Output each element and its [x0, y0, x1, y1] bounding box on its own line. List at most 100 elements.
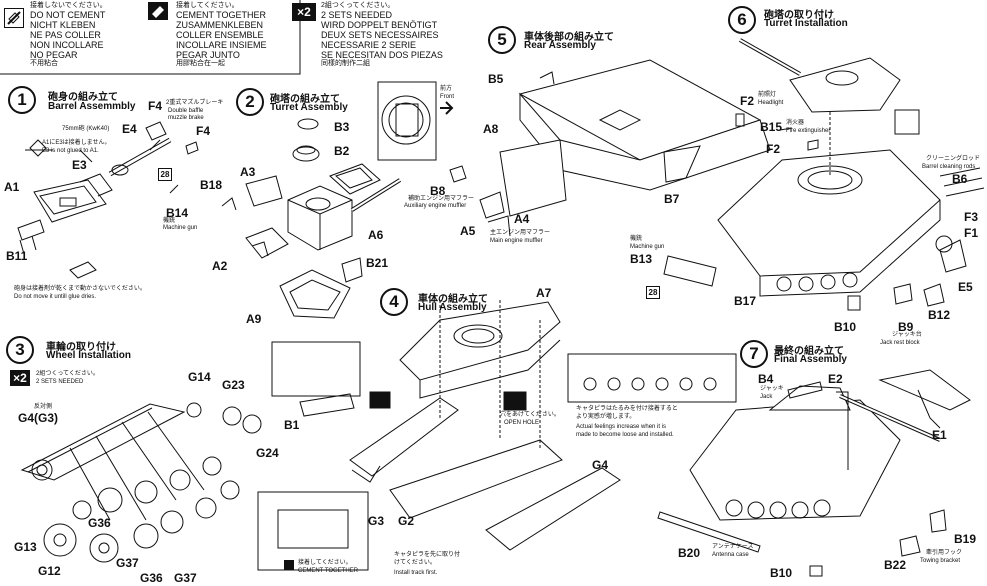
part-A5-label: A5 [460, 224, 476, 238]
part-B6-label: B6 [952, 172, 968, 186]
step-6-number: 6 [728, 6, 756, 34]
part-G14-label: G14 [188, 370, 211, 384]
muzzle-brake-en1: Double baffle [168, 108, 204, 114]
part-G37-label: G37 [116, 556, 139, 570]
step-5-title-en: Rear Assembly [524, 40, 596, 51]
part-B21-label: B21 [366, 256, 389, 270]
part-G12-label: G12 [38, 564, 61, 578]
track-first-en: Install track first. [394, 570, 438, 576]
cement-es: PEGAR JUNTO [176, 50, 240, 60]
track-slack-jp-2: より実感が増します。 [576, 414, 636, 420]
rear-assembly-drawing [449, 59, 771, 237]
part-B19-label: B19 [954, 532, 977, 546]
turret-installation-drawing [663, 38, 985, 311]
step-7-title-jp: 最終の組み立て [774, 346, 844, 357]
cement-fr: COLLER ENSEMBLE [176, 30, 264, 40]
cement-it: INCOLLARE INSIEME [176, 40, 267, 50]
mg-en-step6: Machine gun [630, 244, 665, 250]
step-2-number: 2 [236, 88, 264, 116]
step-7-title-en: Final Assembly [774, 354, 847, 365]
track-slack-en-2: made to become loose and installed. [576, 432, 674, 438]
opposite-side-label: 反対側 [34, 404, 53, 410]
open-hole-jp: 穴をあけてください。 [500, 412, 560, 418]
mg-label-jp: 機銃 [163, 218, 176, 224]
track-first-jp-2: けてください。 [394, 560, 436, 566]
cement-zh: 用膠粘合在一起 [176, 60, 225, 67]
jack-jp: ジャッキ [760, 386, 784, 392]
part-B18-label: B18 [200, 178, 223, 192]
legend-frame [0, 0, 301, 75]
step-4-title-jp: 車体の組み立て [418, 294, 488, 305]
part-B5-label: B5 [488, 72, 504, 86]
part-G36-label: G36 [88, 516, 111, 530]
part-G4-hull-label: G4 [592, 458, 609, 472]
mg-jp-step6: 機銃 [630, 236, 643, 242]
part-F2-label-2: F2 [766, 142, 781, 156]
cleaning-rods-en: Barrel cleaning rods [922, 164, 976, 170]
two-sets-de: WIRD DOPPELT BENÖTIGT [321, 20, 438, 30]
two-sets-fr: DEUX SETS NECESSAIRES [321, 30, 439, 40]
no-cement-jp: 接着しないでください。 [30, 2, 107, 9]
part-G2-label: G2 [398, 514, 415, 528]
two-sets-jp-note: 2組つくってください。 [36, 371, 99, 377]
part-F3-label: F3 [964, 210, 979, 224]
two-sets-zh: 同樣的制作二組 [321, 60, 370, 67]
part-G24-label: G24 [256, 446, 279, 460]
two-sets-jp: 2組つくってください。 [321, 2, 395, 9]
a1-e3-note-jp: A1にE3は接着しません。 [42, 140, 111, 146]
cement-de: ZUSAMMENKLEBEN [176, 20, 264, 30]
two-sets-legend: 2組つくってください。 2 SETS NEEDED WIRD DOPPELT B… [321, 2, 481, 68]
step-6-title-en: Turret Installation [764, 18, 848, 29]
cement-note-jp: 接着してください。 [298, 560, 352, 566]
track-slack-en-1: Actual feelings increase when it is [576, 424, 667, 430]
jack-rest-jp: ジャッキ台 [892, 332, 922, 338]
step-1-title-jp: 砲身の組み立て [48, 92, 118, 103]
part-B4-label: B4 [758, 372, 774, 386]
part-B9-label: B9 [898, 320, 914, 334]
part-F4-label: F4 [148, 99, 163, 113]
part-G37-label-2: G37 [174, 571, 197, 585]
no-cement-it: NON INCOLLARE [30, 40, 104, 50]
part-E5-label: E5 [958, 280, 973, 294]
step-6-title-jp: 砲塔の取り付け [764, 10, 834, 21]
two-sets-es: SE NECESITAN DOS PIEZAS [321, 50, 443, 60]
part-G4-label: G4(G3) [18, 411, 59, 425]
part-B22-label: B22 [884, 558, 907, 572]
part-B12-label: B12 [928, 308, 951, 322]
hull-assembly-drawing [257, 300, 737, 571]
part-B7-label: B7 [664, 192, 680, 206]
step-3-title-jp: 車輪の取り付け [46, 342, 116, 353]
part-B11-label: B11 [6, 249, 28, 263]
track-slack-jp-1: キャタピラはたるみを付け接着すると [576, 406, 678, 412]
antenna-case-en: Antenna case [712, 552, 749, 558]
part-A2-label: A2 [212, 259, 228, 273]
cement-en: CEMENT TOGETHER [176, 10, 267, 20]
main-muffler-en: Main engine muffler [490, 238, 543, 244]
muzzle-brake-jp: 2重式マズルブレーキ [166, 100, 224, 106]
step-3-title-en: Wheel Installation [46, 350, 132, 361]
cleaning-rods-jp: クリーニングロッド [926, 156, 981, 162]
no-cement-es: NO PEGAR [30, 50, 78, 60]
towing-bracket-jp: 牽引用フック [926, 550, 963, 556]
glue-dry-note-jp: 砲身は接着剤が乾くまで動かさないでください。 [14, 286, 146, 292]
part-B10-label: B10 [834, 320, 857, 334]
part-F2-label: F2 [740, 94, 755, 108]
cement-together-legend: 接着してください。 CEMENT TOGETHER ZUSAMMENKLEBEN… [176, 2, 286, 68]
muzzle-brake-en2: muzzle brake [168, 115, 204, 121]
part-B17-label: B17 [734, 294, 757, 308]
two-sets-badge: ×2 [10, 370, 30, 386]
main-muffler-jp: 主エンジン用マフラー [490, 230, 551, 236]
fire-ext-jp: 消火器 [786, 120, 805, 126]
part-B3-label: B3 [334, 120, 350, 134]
part-B10-final-label: B10 [770, 566, 793, 580]
part-F4-label-2: F4 [196, 124, 211, 138]
part-A8-label: A8 [483, 122, 499, 136]
part-G36-label-2: G36 [140, 571, 163, 585]
open-hole-en: OPEN HOLE [504, 420, 540, 426]
no-cement-zh: 不用粘合 [30, 60, 58, 67]
front-label-en: Front [440, 94, 455, 100]
two-sets-en: 2 SETS NEEDED [321, 10, 393, 20]
part-F1-label: F1 [964, 226, 979, 240]
step-5-title-jp: 車体後部の組み立て [524, 32, 614, 43]
